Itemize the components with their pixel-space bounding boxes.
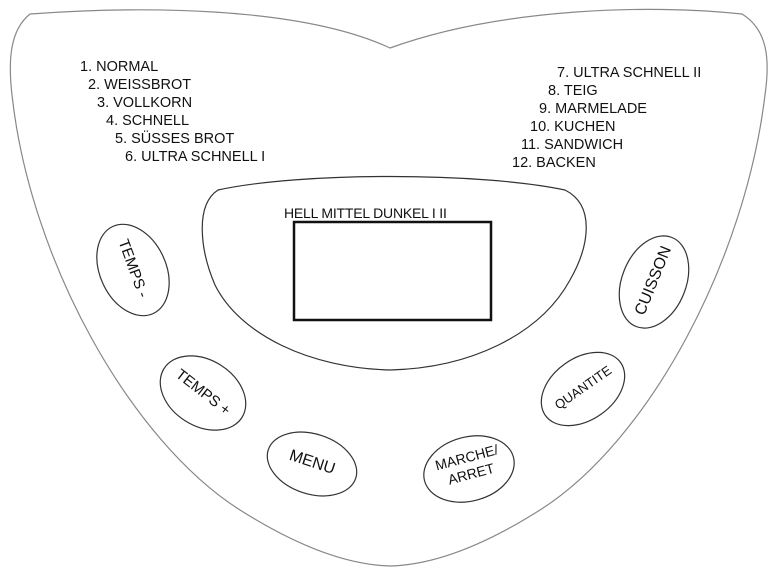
marche-arret-button[interactable] [416, 426, 521, 512]
temps-minus-button[interactable] [83, 213, 183, 328]
program-6: 6. ULTRA SCHNELL I [125, 149, 266, 165]
program-2: 2. WEISSBROT [88, 77, 192, 93]
program-9: 9. MARMELADE [539, 101, 647, 117]
temps-plus-button[interactable] [147, 341, 260, 446]
program-7: 7. ULTRA SCHNELL II [557, 65, 702, 81]
quantite-button[interactable] [528, 337, 639, 441]
menu-button[interactable] [259, 421, 365, 506]
program-1: 1. NORMAL [80, 59, 159, 75]
program-12: 12. BACKEN [512, 155, 596, 171]
program-5: 5. SÜSSES BROT [115, 131, 235, 147]
program-4: 4. SCHNELL [106, 113, 190, 129]
lcd-screen [292, 220, 493, 322]
program-3: 3. VOLLKORN [97, 95, 193, 111]
program-8: 8. TEIG [548, 83, 598, 99]
crust-color-header: HELL MITTEL DUNKEL I II [284, 205, 447, 221]
program-11: 11. SANDWICH [521, 137, 624, 153]
program-10: 10. KUCHEN [530, 119, 616, 135]
cuisson-button[interactable] [606, 226, 701, 339]
